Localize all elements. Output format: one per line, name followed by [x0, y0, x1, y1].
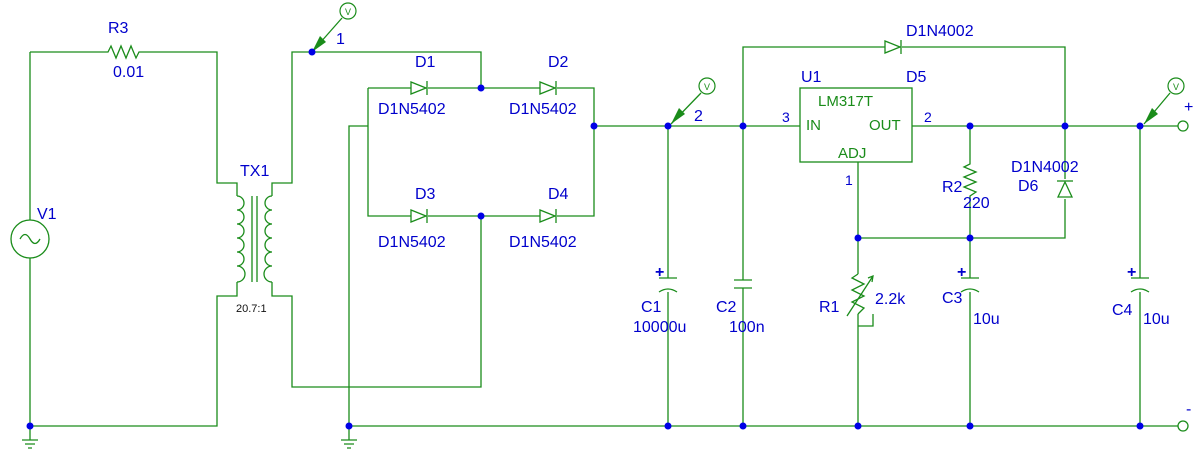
resistor-r3[interactable] [100, 44, 145, 60]
u1-pin-out-number: 2 [924, 109, 932, 125]
ground-symbol-secondary [341, 439, 357, 449]
d3-model-label: D1N5402 [378, 234, 446, 251]
c3-polarity-plus: + [957, 264, 966, 281]
d2-model-label: D1N5402 [509, 101, 577, 118]
c1-ref-label: C1 [641, 299, 662, 316]
r2-ref-label: R2 [942, 179, 963, 196]
ac-voltage-source-v1[interactable] [10, 219, 50, 259]
net2-label: 2 [694, 108, 703, 125]
d5-model-label: D1N4002 [906, 23, 974, 40]
u1-adj-pin-label: ADJ [838, 145, 866, 162]
output-minus-label: - [1186, 401, 1191, 418]
resistor-r2[interactable] [962, 160, 978, 200]
c2-ref-label: C2 [716, 299, 737, 316]
u1-out-pin-label: OUT [869, 117, 901, 134]
u1-ref-label: U1 [801, 69, 822, 86]
d2-ref-label: D2 [548, 54, 569, 71]
r3-value-label: 0.01 [113, 64, 144, 81]
regulator-u1[interactable] [799, 87, 913, 163]
voltage-probe-output[interactable]: V [1143, 77, 1185, 125]
diode-d6[interactable] [1056, 180, 1074, 198]
diode-d3[interactable] [410, 209, 428, 223]
diode-d2[interactable] [539, 81, 557, 95]
d1-model-label: D1N5402 [378, 101, 446, 118]
d6-model-label: D1N4002 [1011, 159, 1079, 176]
ground-symbol-left [22, 439, 38, 449]
capacitor-c2[interactable] [734, 279, 752, 289]
d6-ref-label: D6 [1018, 178, 1039, 195]
c4-value-label: 10u [1143, 311, 1170, 328]
r2-value-label: 220 [963, 195, 990, 212]
potentiometer-r1[interactable] [846, 273, 874, 327]
c1-polarity-plus: + [655, 264, 664, 281]
net1-label: 1 [336, 31, 345, 48]
u1-part-label: LM317T [818, 93, 873, 110]
r3-ref-label: R3 [108, 20, 129, 37]
voltage-probe-net1[interactable]: V [311, 2, 357, 53]
d4-ref-label: D4 [548, 186, 569, 203]
c3-value-label: 10u [973, 311, 1000, 328]
output-terminal-positive[interactable] [1177, 120, 1189, 132]
c3-ref-label: C3 [942, 290, 963, 307]
probe-net2-v-icon: V [704, 82, 710, 92]
u1-pin-adj-number: 1 [845, 172, 853, 188]
d4-model-label: D1N5402 [509, 234, 577, 251]
transformer-tx1[interactable] [236, 195, 273, 283]
c4-ref-label: C4 [1112, 302, 1133, 319]
c2-value-label: 100n [729, 319, 765, 336]
output-terminal-negative[interactable] [1177, 420, 1189, 432]
d3-ref-label: D3 [415, 186, 436, 203]
r1-ref-label: R1 [819, 299, 840, 316]
d1-ref-label: D1 [415, 54, 436, 71]
tx1-ref-label: TX1 [240, 163, 269, 180]
d5-ref-label: D5 [906, 69, 927, 86]
r1-value-label: 2.2k [875, 291, 906, 308]
u1-in-pin-label: IN [806, 117, 821, 134]
c1-value-label: 10000u [633, 319, 686, 336]
probe-output-v-icon: V [1173, 82, 1179, 92]
capacitor-c3[interactable] [960, 277, 980, 293]
voltage-probe-net2[interactable]: V [670, 77, 716, 125]
output-plus-label: + [1184, 99, 1193, 116]
u1-pin-in-number: 3 [782, 109, 790, 125]
junction-dots [26, 48, 1144, 430]
wires [29, 46, 1178, 440]
diode-d1[interactable] [410, 81, 428, 95]
diode-d5[interactable] [884, 40, 902, 54]
diode-d4[interactable] [539, 209, 557, 223]
v1-ref-label: V1 [37, 206, 57, 223]
probe-net1-v-icon: V [345, 7, 351, 17]
capacitor-c4[interactable] [1130, 277, 1150, 293]
c4-polarity-plus: + [1127, 264, 1136, 281]
tx1-ratio-label: 20.7:1 [236, 303, 267, 315]
capacitor-c1[interactable] [658, 277, 678, 293]
